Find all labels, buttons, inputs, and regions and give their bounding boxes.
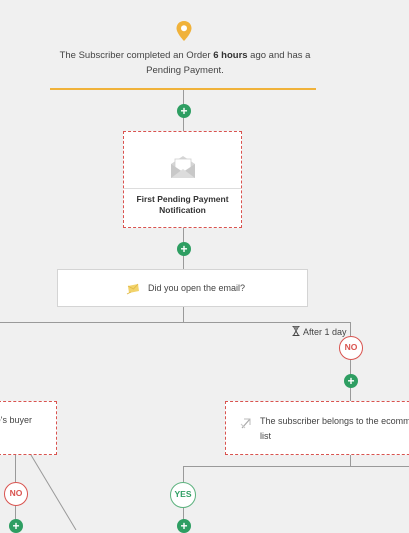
connector-line [0,322,351,323]
trigger-underline [50,88,316,90]
add-step-button[interactable]: + [344,374,358,388]
connector-line [15,506,16,526]
add-step-button[interactable]: + [177,104,191,118]
condition-right-line1: The subscriber belongs to the ecomme [260,416,409,426]
envelope-icon [171,156,195,178]
question-step-text: Did you open the email? [148,283,246,293]
condition-left-text: e's buyer [0,415,32,425]
card-divider [124,188,241,189]
question-step-card[interactable]: Did you open the email? [57,269,308,307]
connector-line [15,455,16,482]
condition-card-left[interactable]: e's buyer [0,401,57,455]
condition-right-text: The subscriber belongs to the ecomme lis… [260,414,409,444]
condition-card-right[interactable]: The subscriber belongs to the ecomme lis… [225,401,409,455]
no-branch-badge: NO [339,336,363,360]
email-step-card[interactable]: First Pending Payment Notification [123,131,242,228]
connector-line [350,322,351,336]
connector-line [183,466,409,467]
add-step-button[interactable]: + [177,242,191,256]
delay-label: After 1 day [292,326,347,337]
connector-line [183,307,184,322]
trigger-text-bold: 6 hours [213,50,248,61]
delay-text: After 1 day [303,327,347,337]
trigger-description: The Subscriber completed an Order 6 hour… [45,48,325,78]
tag-condition-icon [240,418,251,429]
connector-diagonal [21,440,77,530]
trigger-text-after: ago and has a Pending Payment. [146,50,311,76]
yes-branch-badge: YES [170,482,196,508]
condition-right-line2: list [260,431,271,441]
email-open-question-icon [126,283,139,295]
no-branch-badge: NO [4,482,28,506]
connector-line [183,466,184,482]
add-step-button[interactable]: + [9,519,23,533]
connector-line [183,508,184,526]
email-step-title: First Pending Payment Notification [136,194,229,215]
hourglass-icon [292,326,300,336]
location-pin-icon [176,21,192,41]
connector-line [350,455,351,467]
trigger-text-before: The Subscriber completed an Order [59,50,214,61]
add-step-button[interactable]: + [177,519,191,533]
